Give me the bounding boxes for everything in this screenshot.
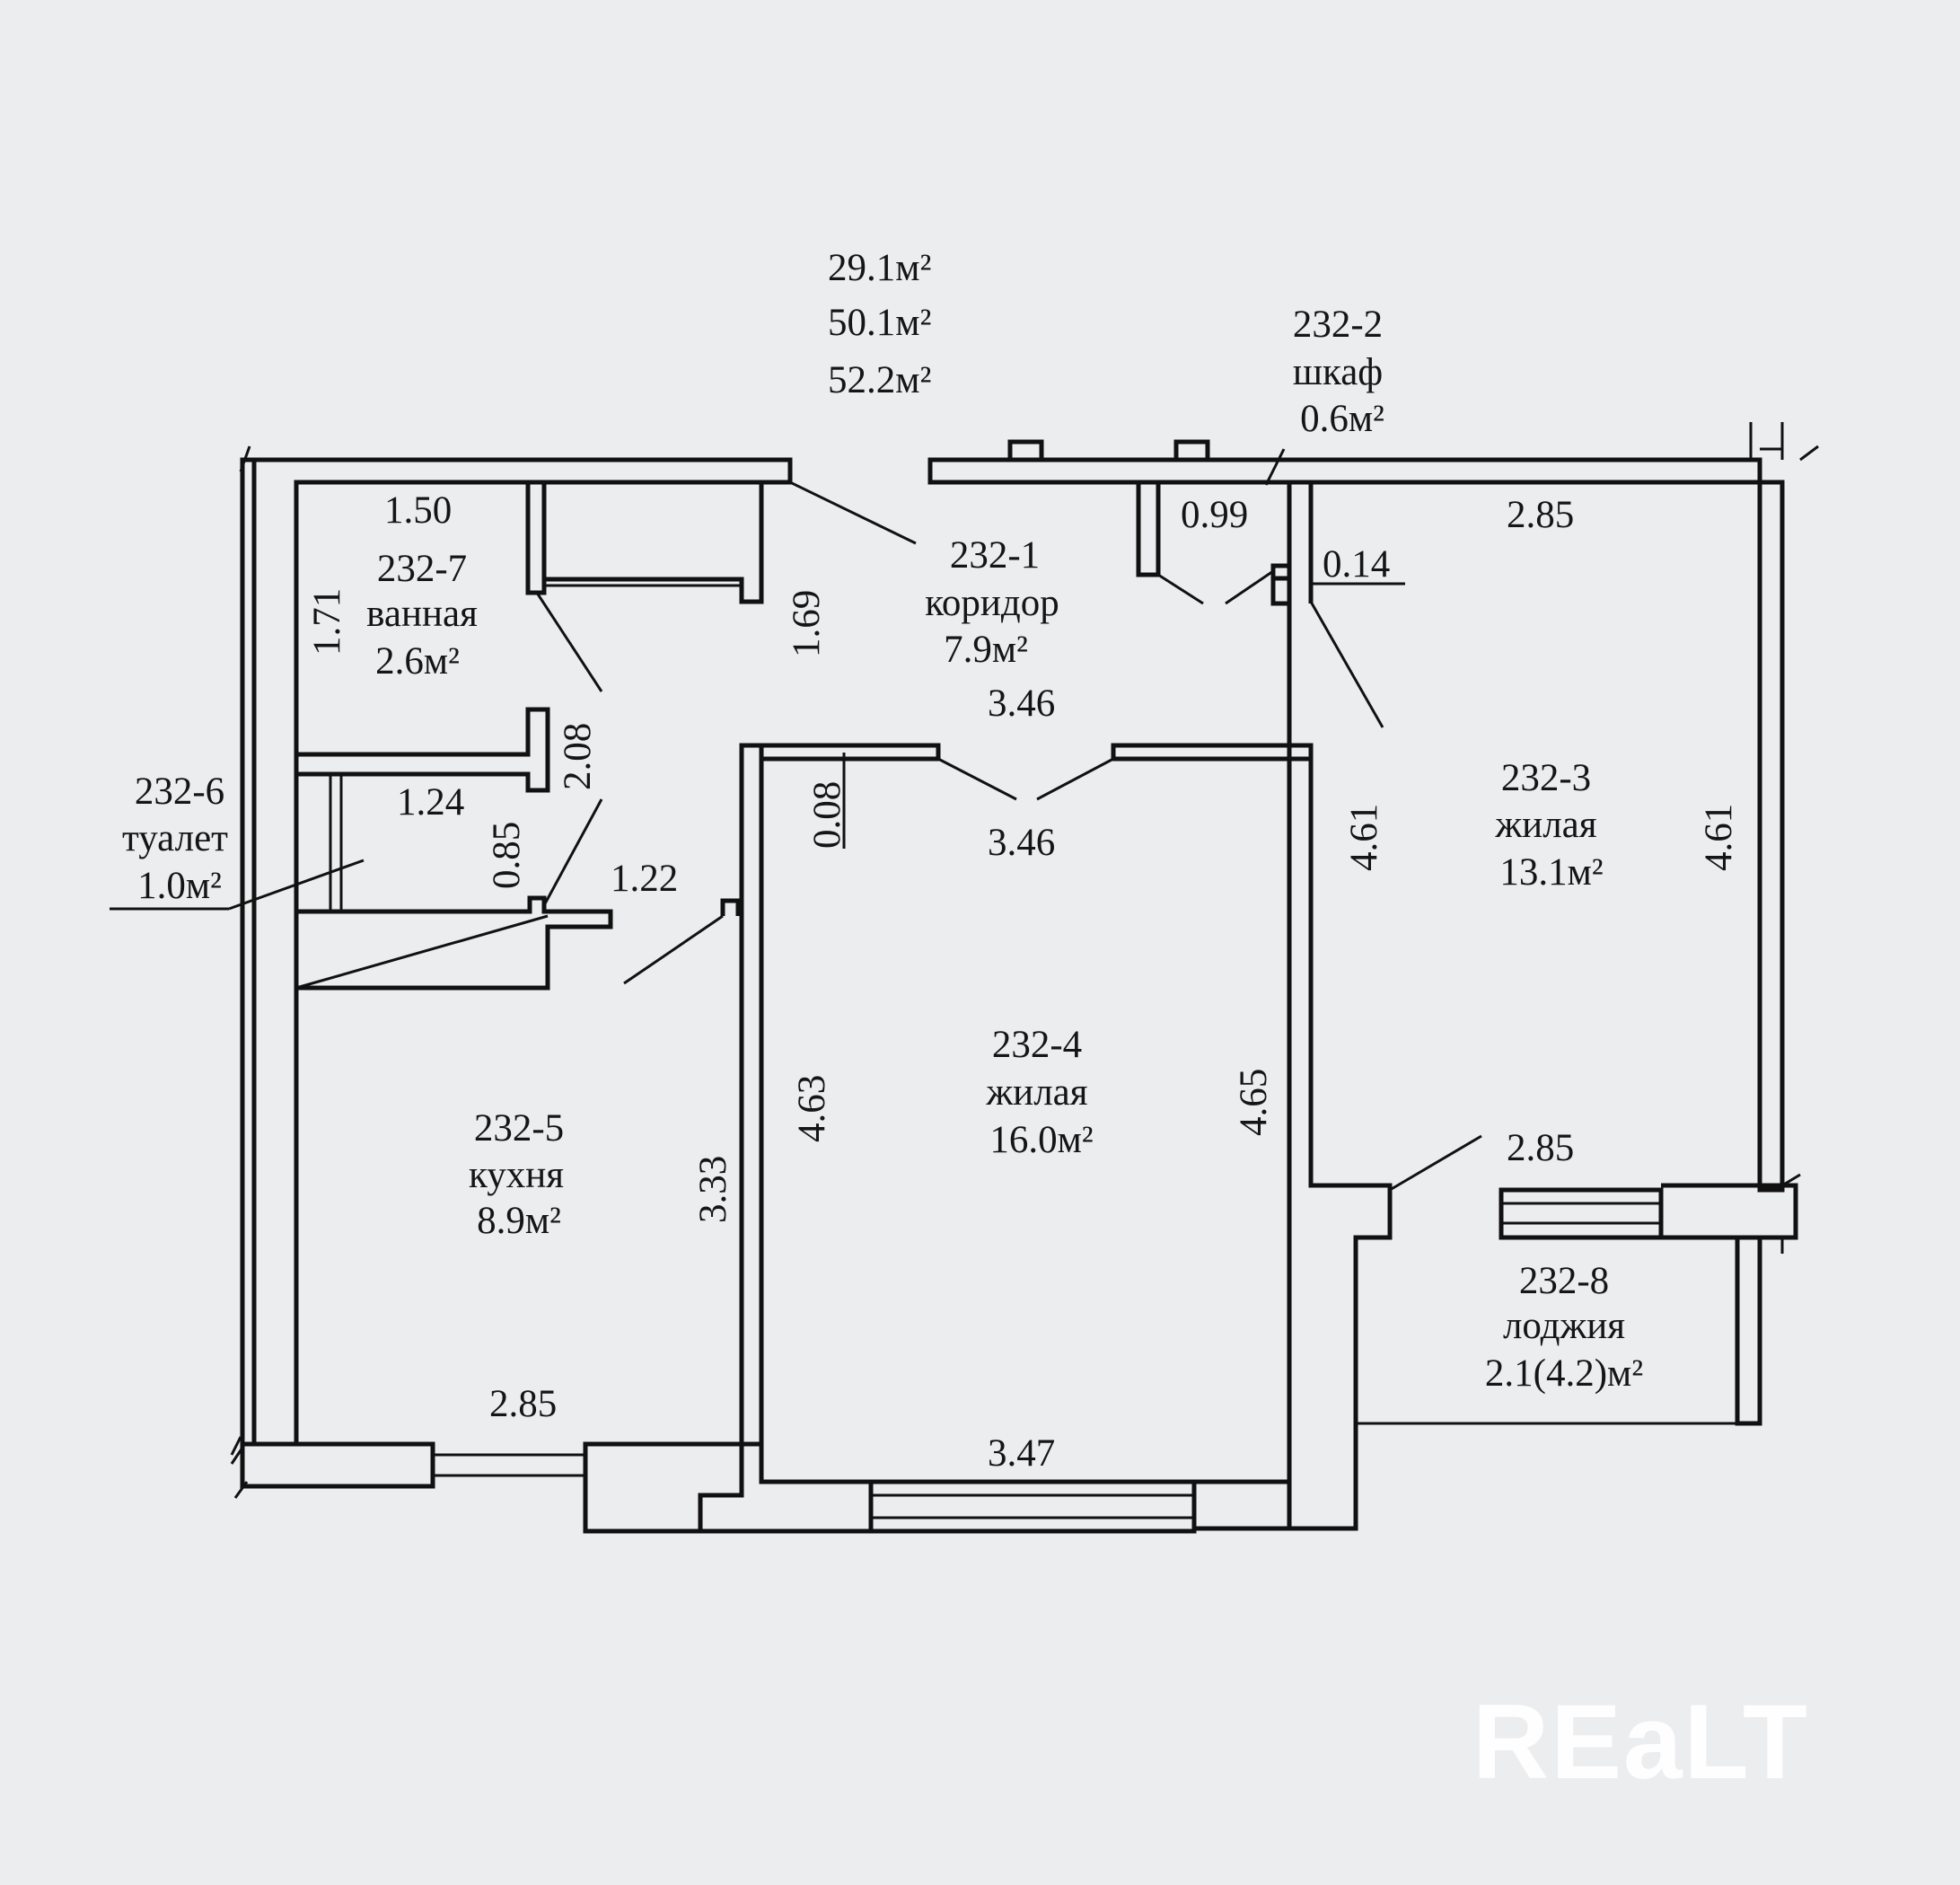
room-6-area: 1.0м² (137, 865, 222, 907)
room-7-id: 232-7 (377, 548, 467, 590)
dim-toilet-width: 1.24 (397, 781, 464, 824)
dim-room4-right: 4.65 (1233, 1069, 1275, 1136)
dim-bath-height: 1.71 (306, 588, 348, 656)
room-2-id: 232-2 (1293, 304, 1383, 346)
room-5-area: 8.9м² (477, 1200, 561, 1242)
room-1-name: коридор (925, 582, 1059, 624)
dim-closet-width: 0.99 (1181, 494, 1248, 536)
dim-room4-left: 4.63 (791, 1075, 833, 1142)
dim-kitchen-side: 3.33 (692, 1156, 734, 1223)
dim-corridor-left: 1.69 (786, 590, 828, 657)
walls (230, 422, 1819, 1534)
room-4-id: 232-4 (992, 1024, 1082, 1066)
total-area: 50.1м² (828, 302, 931, 344)
room-1-area: 7.9м² (944, 629, 1028, 671)
room-5-id: 232-5 (474, 1107, 564, 1149)
room-1-id: 232-1 (950, 534, 1040, 577)
dim-room4-bottom: 3.47 (988, 1432, 1055, 1475)
dim-room3-bottom: 2.85 (1507, 1127, 1574, 1169)
room-4-name: жилая (985, 1071, 1087, 1114)
room-2-name: шкаф (1293, 351, 1383, 393)
dim-closet-wall: 0.14 (1323, 543, 1390, 586)
dim-room4-wall: 0.08 (806, 781, 848, 849)
room-3-name: жилая (1494, 804, 1596, 846)
room-6-id: 232-6 (135, 771, 224, 813)
dim-room3-left: 4.61 (1343, 804, 1385, 871)
area-summary: 29.1м² 50.1м² 52.2м² (828, 247, 931, 401)
dim-bath-width: 1.50 (384, 489, 452, 532)
room-3-id: 232-3 (1501, 757, 1591, 799)
room-5-name: кухня (469, 1154, 564, 1196)
room-7-area: 2.6м² (375, 640, 460, 683)
dim-corridor-width: 1.22 (611, 858, 678, 900)
dim-corridor-length: 3.46 (988, 683, 1055, 725)
room-8-name: лоджия (1503, 1305, 1625, 1347)
realt-watermark-logo: REaLT (1472, 1683, 1809, 1801)
living-area: 29.1м² (828, 247, 931, 289)
leader-lines (110, 448, 1482, 1192)
dimension-labels: 1.50 1.71 1.69 2.08 1.24 0.85 1.22 0.99 … (306, 489, 1740, 1475)
dim-room3-right: 4.61 (1698, 804, 1740, 871)
total-area-with-loggia: 52.2м² (828, 359, 931, 401)
dim-bath-side: 2.08 (557, 723, 599, 790)
room-6-name: туалет (122, 817, 228, 859)
dim-room4-top: 3.46 (988, 822, 1055, 864)
room-2-area: 0.6м² (1300, 398, 1384, 440)
room-labels: 232-1 коридор 7.9м² 232-2 шкаф 0.6м² 232… (122, 304, 1643, 1395)
dim-kitchen-bottom: 2.85 (489, 1383, 557, 1425)
dim-toilet-height: 0.85 (486, 822, 528, 889)
room-8-id: 232-8 (1519, 1260, 1609, 1302)
room-7-name: ванная (366, 593, 478, 635)
room-3-area: 13.1м² (1499, 851, 1603, 894)
room-8-area: 2.1(4.2)м² (1485, 1352, 1643, 1395)
room-4-area: 16.0м² (989, 1119, 1093, 1161)
dim-room3-top: 2.85 (1507, 494, 1574, 536)
